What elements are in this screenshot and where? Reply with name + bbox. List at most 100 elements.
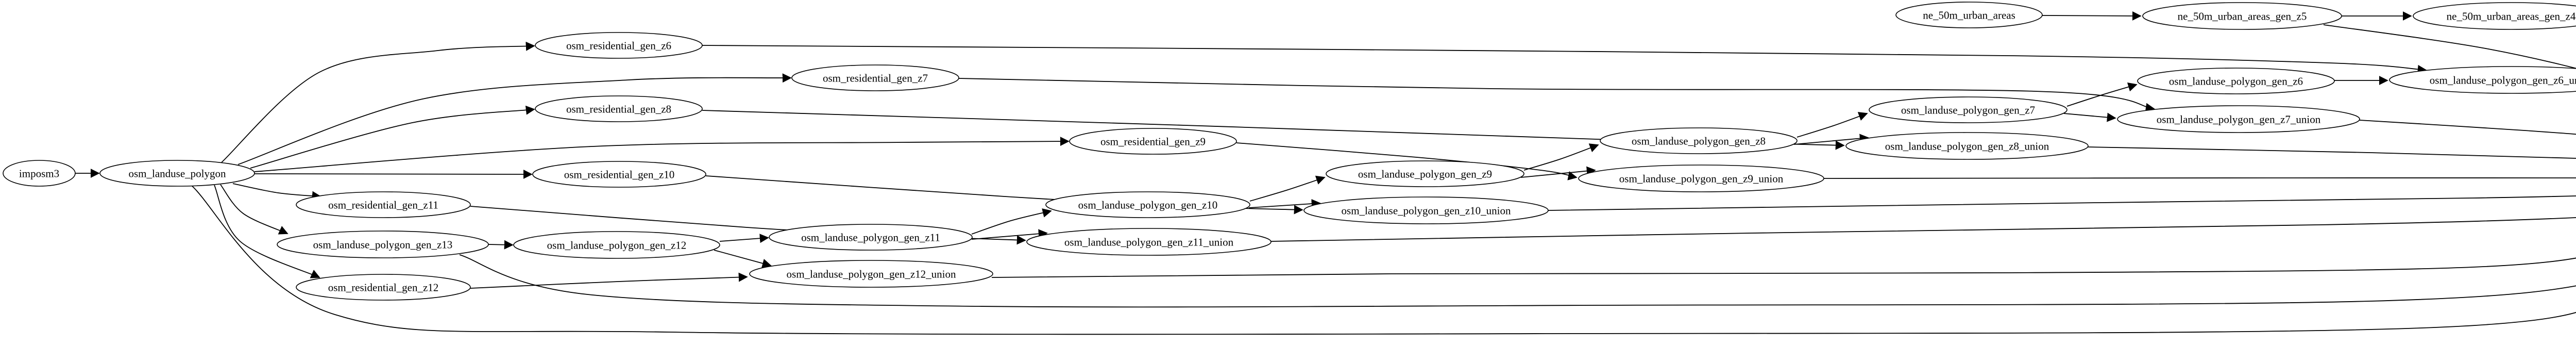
node-shape-osm_residential_gen_z7 bbox=[791, 64, 959, 91]
node-shape-osm_landuse_polygon bbox=[99, 160, 255, 187]
node-osm_landuse_polygon_gen_z9: osm_landuse_polygon_gen_z9 bbox=[1326, 160, 1524, 187]
node-label-ne_50m_urban_areas_gen_z4: ne_50m_urban_areas_gen_z4 bbox=[2447, 10, 2576, 22]
node-label-osm_landuse_polygon_gen_z9_union: osm_landuse_polygon_gen_z9_union bbox=[1619, 172, 1784, 185]
node-label-osm_residential_gen_z7: osm_residential_gen_z7 bbox=[823, 72, 928, 84]
node-shape-ne_50m_urban_areas bbox=[1895, 2, 2043, 28]
node-ne_50m_urban_areas_gen_z4: ne_50m_urban_areas_gen_z4 bbox=[2413, 2, 2576, 30]
edge-osm_landuse_polygon_gen_z12_union-to-layer_landuse.z12 bbox=[991, 257, 2576, 278]
node-osm_landuse_polygon_gen_z12_union: osm_landuse_polygon_gen_z12_union bbox=[749, 260, 993, 288]
edge-osm_landuse_polygon-to-osm_residential_gen_z8 bbox=[250, 105, 535, 169]
node-osm_landuse_polygon_gen_z9_union: osm_landuse_polygon_gen_z9_union bbox=[1578, 164, 1824, 192]
node-label-ne_50m_urban_areas: ne_50m_urban_areas bbox=[1923, 9, 2015, 21]
node-shape-osm_residential_gen_z9 bbox=[1069, 128, 1237, 155]
node-ne_50m_urban_areas: ne_50m_urban_areas bbox=[1895, 2, 2043, 28]
node-osm_residential_gen_z9: osm_residential_gen_z9 bbox=[1069, 128, 1237, 155]
edge-osm_landuse_polygon-to-layer_landuse.z14+ bbox=[191, 185, 2576, 335]
node-shape-osm_landuse_polygon_gen_z6 bbox=[2137, 68, 2335, 94]
node-shape-osm_residential_gen_z6 bbox=[535, 32, 703, 59]
edge-ne_50m_urban_areas_gen_z5-to-layer_landuse.z5 bbox=[2323, 24, 2576, 69]
node-label-osm_landuse_polygon_gen_z8: osm_landuse_polygon_gen_z8 bbox=[1632, 135, 1766, 147]
edge-osm_landuse_polygon-to-osm_residential_gen_z6 bbox=[221, 41, 535, 163]
node-shape-osm_residential_gen_z10 bbox=[532, 161, 706, 188]
node-osm_residential_gen_z6: osm_residential_gen_z6 bbox=[535, 32, 703, 59]
node-shape-osm_landuse_polygon_gen_z10_union bbox=[1303, 196, 1549, 224]
node-label-osm_landuse_polygon_gen_z6_union: osm_landuse_polygon_gen_z6_union bbox=[2430, 74, 2576, 86]
node-osm_landuse_polygon_gen_z6: osm_landuse_polygon_gen_z6 bbox=[2137, 68, 2335, 94]
node-label-osm_landuse_polygon_gen_z10: osm_landuse_polygon_gen_z10 bbox=[1078, 199, 1218, 211]
node-ne_50m_urban_areas_gen_z5: ne_50m_urban_areas_gen_z5 bbox=[2142, 2, 2342, 30]
node-shape-ne_50m_urban_areas_gen_z5 bbox=[2142, 2, 2342, 30]
node-shape-osm_landuse_polygon_gen_z7 bbox=[1869, 96, 2067, 123]
node-shape-osm_residential_gen_z11 bbox=[296, 191, 471, 218]
edge-osm_landuse_polygon_gen_z12-to-osm_landuse_polygon_gen_z12_union bbox=[714, 250, 772, 268]
node-label-osm_landuse_polygon_gen_z11_union: osm_landuse_polygon_gen_z11_union bbox=[1064, 236, 1234, 248]
node-label-osm_landuse_polygon_gen_z8_union: osm_landuse_polygon_gen_z8_union bbox=[1885, 140, 2049, 152]
node-osm_residential_gen_z8: osm_residential_gen_z8 bbox=[535, 95, 703, 122]
node-osm_residential_gen_z11: osm_residential_gen_z11 bbox=[296, 191, 471, 218]
node-label-osm_landuse_polygon_gen_z11: osm_landuse_polygon_gen_z11 bbox=[801, 231, 940, 243]
node-shape-osm_landuse_polygon_gen_z9 bbox=[1326, 160, 1524, 187]
edge-osm_landuse_polygon_gen_z10-to-osm_landuse_polygon_gen_z10_union bbox=[1248, 199, 1321, 209]
node-shape-osm_landuse_polygon_gen_z12 bbox=[513, 231, 720, 259]
edge-osm_landuse_polygon-to-osm_landuse_polygon_gen_z13 bbox=[220, 184, 289, 235]
edge-osm_landuse_polygon_gen_z9-to-osm_landuse_polygon_gen_z9_union bbox=[1520, 166, 1596, 178]
node-shape-osm_landuse_polygon_gen_z8_union bbox=[1845, 132, 2089, 160]
node-label-osm_landuse_polygon_gen_z6: osm_landuse_polygon_gen_z6 bbox=[2169, 75, 2303, 87]
node-osm_landuse_polygon_gen_z6_union: osm_landuse_polygon_gen_z6_union bbox=[2389, 66, 2576, 94]
edge-osm_residential_gen_z6-to-osm_landuse_polygon_gen_z6_union bbox=[702, 45, 2427, 74]
node-osm_landuse_polygon_gen_z11: osm_landuse_polygon_gen_z11 bbox=[769, 224, 973, 251]
node-label-osm_residential_gen_z10: osm_residential_gen_z10 bbox=[564, 168, 675, 180]
node-shape-osm_landuse_polygon_gen_z11_union bbox=[1026, 228, 1272, 256]
node-label-osm_residential_gen_z9: osm_residential_gen_z9 bbox=[1100, 135, 1206, 147]
node-label-osm_landuse_polygon_gen_z9: osm_landuse_polygon_gen_z9 bbox=[1358, 168, 1492, 180]
node-osm_residential_gen_z12: osm_residential_gen_z12 bbox=[296, 274, 471, 301]
node-shape-osm_residential_gen_z8 bbox=[535, 95, 703, 122]
edge-osm_landuse_polygon_gen_z11-to-osm_landuse_polygon_gen_z11_union bbox=[971, 229, 1048, 240]
edge-osm_landuse_polygon_gen_z11_union-to-layer_landuse.z11 bbox=[1270, 217, 2576, 242]
node-label-osm_landuse_polygon_gen_z13: osm_landuse_polygon_gen_z13 bbox=[313, 238, 453, 251]
edge-osm_landuse_polygon_gen_z7-to-osm_landuse_polygon_gen_z7_union bbox=[2063, 112, 2116, 122]
edge-osm_landuse_polygon_gen_z8-to-osm_landuse_polygon_gen_z7 bbox=[1797, 112, 1868, 138]
node-label-osm_landuse_polygon_gen_z12: osm_landuse_polygon_gen_z12 bbox=[547, 239, 687, 251]
edge-osm_landuse_polygon_gen_z8_union-to-layer_landuse.z8 bbox=[2088, 146, 2576, 159]
node-osm_landuse_polygon_gen_z10_union: osm_landuse_polygon_gen_z10_union bbox=[1303, 196, 1549, 224]
node-osm_landuse_polygon_gen_z11_union: osm_landuse_polygon_gen_z11_union bbox=[1026, 228, 1272, 256]
node-shape-osm_landuse_polygon_gen_z12_union bbox=[749, 260, 993, 288]
node-osm_residential_gen_z10: osm_residential_gen_z10 bbox=[532, 161, 706, 188]
node-osm_landuse_polygon_gen_z8: osm_landuse_polygon_gen_z8 bbox=[1600, 127, 1798, 154]
edge-osm_landuse_polygon_gen_z7-to-osm_landuse_polygon_gen_z6 bbox=[2066, 83, 2138, 107]
node-shape-ne_50m_urban_areas_gen_z4 bbox=[2413, 2, 2576, 30]
node-label-osm_residential_gen_z8: osm_residential_gen_z8 bbox=[566, 103, 671, 115]
edge-osm_landuse_polygon_gen_z10_union-to-layer_landuse.z10 bbox=[1548, 195, 2576, 211]
node-osm_residential_gen_z7: osm_residential_gen_z7 bbox=[791, 64, 959, 91]
node-label-osm_landuse_polygon_gen_z10_union: osm_landuse_polygon_gen_z10_union bbox=[1342, 204, 1511, 217]
node-osm_landuse_polygon_gen_z8_union: osm_landuse_polygon_gen_z8_union bbox=[1845, 132, 2089, 160]
edge-osm_residential_gen_z12-to-osm_landuse_polygon_gen_z12_union bbox=[470, 272, 748, 289]
edge-osm_landuse_polygon-to-osm_residential_gen_z11 bbox=[232, 183, 321, 201]
node-label-osm_landuse_polygon_gen_z7: osm_landuse_polygon_gen_z7 bbox=[1901, 104, 2035, 116]
node-shape-osm_landuse_polygon_gen_z7_union bbox=[2117, 105, 2360, 133]
node-osm_landuse_polygon_gen_z12: osm_landuse_polygon_gen_z12 bbox=[513, 231, 720, 259]
edge-osm_landuse_polygon_gen_z7_union-to-layer_landuse.z7 bbox=[2359, 120, 2576, 135]
nodes-layer: imposm3 osm_landuse_polygon osm_residentia… bbox=[3, 2, 2576, 301]
edge-osm_landuse_polygon_gen_z12-to-osm_landuse_polygon_gen_z11 bbox=[719, 234, 769, 243]
node-label-osm_residential_gen_z11: osm_residential_gen_z11 bbox=[328, 199, 438, 211]
edge-osm_landuse_polygon-to-osm_residential_gen_z9 bbox=[254, 137, 1070, 172]
edge-osm_landuse_polygon_gen_z8-to-osm_landuse_polygon_gen_z8_union bbox=[1793, 134, 1869, 145]
node-label-osm_landuse_polygon_gen_z7_union: osm_landuse_polygon_gen_z7_union bbox=[2157, 113, 2321, 125]
node-imposm3: imposm3 bbox=[3, 160, 76, 187]
node-osm_landuse_polygon: osm_landuse_polygon bbox=[99, 160, 255, 187]
node-shape-osm_landuse_polygon_gen_z8 bbox=[1600, 127, 1798, 154]
node-shape-osm_landuse_polygon_gen_z9_union bbox=[1578, 164, 1824, 192]
node-label-osm_residential_gen_z6: osm_residential_gen_z6 bbox=[566, 39, 671, 52]
edge-osm_residential_gen_z9-to-osm_landuse_polygon_gen_z9_union bbox=[1236, 142, 1578, 180]
node-shape-osm_landuse_polygon_gen_z13 bbox=[277, 231, 489, 258]
node-osm_landuse_polygon_gen_z7_union: osm_landuse_polygon_gen_z7_union bbox=[2117, 105, 2360, 133]
node-shape-osm_residential_gen_z12 bbox=[296, 274, 471, 301]
edge-osm_landuse_polygon_gen_z9-to-osm_landuse_polygon_gen_z8 bbox=[1523, 143, 1599, 171]
node-shape-osm_landuse_polygon_gen_z6_union bbox=[2389, 66, 2576, 94]
node-osm_landuse_polygon_gen_z13: osm_landuse_polygon_gen_z13 bbox=[277, 231, 489, 258]
edge-osm_residential_gen_z7-to-osm_landuse_polygon_gen_z7_union bbox=[958, 78, 2155, 112]
